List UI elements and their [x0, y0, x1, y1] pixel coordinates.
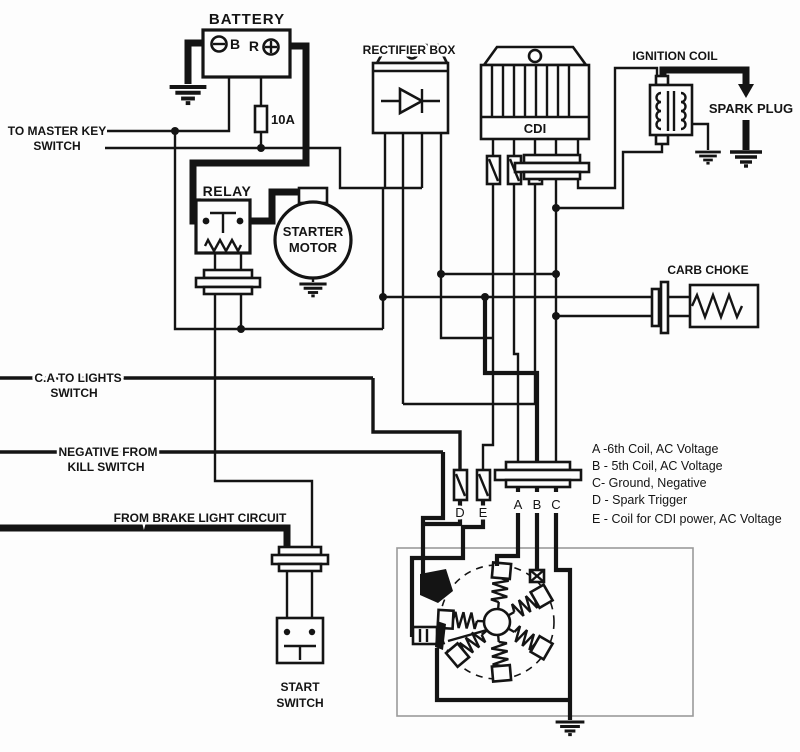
cdi-main-connector [513, 153, 591, 181]
start-switch-connector [270, 545, 330, 573]
rectifier-box [371, 43, 450, 135]
spark-plug-label: SPARK PLUG [709, 101, 793, 116]
relay-coil-icon [203, 237, 243, 254]
rectifier-legs-long [401, 133, 443, 404]
master-key-label-1: TO MASTER KEY [8, 124, 106, 138]
pickup-coil [420, 569, 453, 603]
stator-hub [482, 607, 512, 637]
trigger-descent-wire [420, 452, 446, 586]
ground-symbol [693, 150, 723, 165]
carb-choke [650, 280, 760, 335]
rectifier-label: RECTIFIER BOX [363, 43, 456, 57]
carb-choke-label: CARB CHOKE [667, 263, 748, 277]
wiring [0, 39, 690, 720]
coil-ground-lead [692, 122, 710, 150]
ground-symbol [728, 150, 764, 168]
resistor-icon [690, 291, 744, 321]
battery [167, 28, 292, 106]
legend-item-c: C- Ground, Negative [592, 476, 707, 490]
rectifier-legs-short [383, 133, 424, 188]
legend-item-e: E - Coil for CDI power, AC Voltage [592, 512, 782, 526]
cdi-fins [481, 65, 589, 119]
legend-item-d: D - Spark Trigger [592, 493, 687, 507]
fuse-10a [253, 104, 269, 134]
ground-symbol [167, 85, 209, 106]
ground-symbol [297, 282, 329, 298]
brake-label: FROM BRAKE LIGHT CIRCUIT [114, 511, 287, 525]
charge-bus [173, 131, 383, 331]
wire-letter-e: E [479, 505, 488, 520]
mounting-hole-icon [405, 46, 419, 60]
cdi-unit [479, 45, 591, 186]
fuse-label: 10A [271, 112, 295, 127]
master-key-wires [105, 77, 422, 190]
master-key-label-2: SWITCH [33, 139, 80, 153]
relay [194, 198, 262, 296]
hub-to-pickup-lead [447, 628, 488, 643]
arrow-down-icon [738, 84, 754, 98]
pickup-connector [411, 625, 439, 646]
step-338 [439, 274, 493, 340]
wire-letter-d: D [455, 505, 464, 520]
start-switch [270, 545, 330, 665]
legend-item-a: A -6th Coil, AC Voltage [592, 442, 719, 456]
brake-light-wire [0, 524, 291, 552]
pickup-trigger [435, 621, 446, 650]
cdi-wire-a [512, 184, 520, 462]
ignition-coil [648, 66, 764, 168]
c-ground-wire-lower [434, 513, 573, 720]
cdi-power-wire-e [481, 184, 495, 470]
starter-label-2: MOTOR [289, 240, 338, 255]
trigger-connectors [452, 468, 492, 502]
legend: A -6th Coil, AC Voltage B - 5th Coil, AC… [590, 440, 784, 528]
stator-main-connector [493, 460, 583, 489]
battery-neg-letter: B [230, 36, 240, 52]
cdi-leg-stubs [491, 140, 558, 156]
junction-dots [171, 127, 560, 333]
flywheel-dashed-circle [439, 564, 555, 680]
relay-to-starter-wire [242, 188, 299, 225]
spark-trigger-upper [371, 378, 462, 470]
relay-connector [194, 268, 262, 296]
battery-to-relay-wire [189, 42, 310, 225]
cdi-to-coil-primary [556, 144, 664, 210]
b-coil-riser [482, 297, 540, 462]
diode-icon [381, 86, 440, 116]
starter-label-1: STARTER [283, 224, 344, 239]
a-wire-lower [494, 513, 521, 566]
lights-label-1: C.A TO LIGHTS [34, 371, 121, 385]
starter-motor [273, 186, 353, 298]
battery-pos-letter: R [249, 38, 259, 54]
relay-label: RELAY [203, 183, 252, 199]
transformer-icon [655, 91, 687, 131]
mounting-hole-icon [527, 48, 543, 64]
start-switch-label-1: START [280, 680, 320, 694]
kill-label-2: KILL SWITCH [67, 460, 144, 474]
start-switch-label-2: SWITCH [276, 696, 323, 710]
kill-label-1: NEGATIVE FROM [58, 445, 157, 459]
ignition-coil-label: IGNITION COIL [632, 49, 717, 63]
lights-label-2: SWITCH [50, 386, 97, 400]
battery-label: BATTERY [209, 11, 285, 28]
wire-letter-a: A [514, 497, 523, 512]
wire-letter-b: B [533, 497, 542, 512]
wire-letter-c: C [551, 497, 560, 512]
ground-symbol [554, 720, 586, 737]
ht-wire [659, 66, 750, 84]
legend-item-b: B - 5th Coil, AC Voltage [592, 459, 723, 473]
stator-internals [411, 568, 586, 737]
cdi-label: CDI [524, 121, 546, 136]
